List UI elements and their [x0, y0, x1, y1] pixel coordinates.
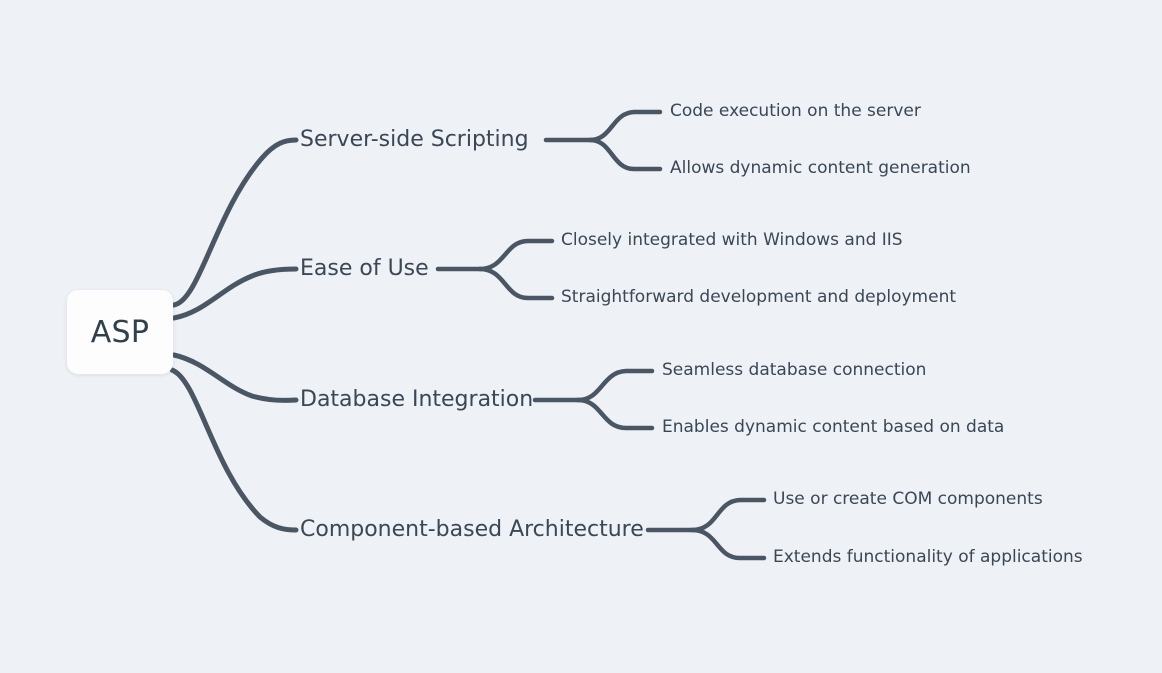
connector-branch-1-leaf-1 — [587, 109, 663, 143]
branch-label-database-integration[interactable]: Database Integration — [300, 387, 534, 412]
leaf-label-allows-dynamic-content-generation[interactable]: Allows dynamic content generation — [670, 158, 971, 178]
connector-root-to-branch-1 — [171, 137, 299, 308]
connector-branch-4-leaf-2 — [689, 527, 767, 561]
branch-label-ease-of-use[interactable]: Ease of Use — [300, 256, 429, 281]
connector-root-to-branch-3 — [171, 352, 299, 403]
connector-branch-2-leaf-1 — [477, 238, 555, 272]
leaf-label-use-or-create-com-components[interactable]: Use or create COM components — [773, 489, 1043, 509]
connector-root-to-branch-4 — [169, 367, 299, 533]
connector-branch-3-leaf-2 — [575, 397, 655, 431]
connector-branch-4-leaf-1 — [689, 497, 767, 533]
branch-label-server-side-scripting[interactable]: Server-side Scripting — [300, 127, 529, 152]
connector-branch-3-leaf-1 — [575, 368, 655, 403]
connector-branch-1-leaf-2 — [587, 137, 663, 172]
leaf-label-code-execution-on-the-server[interactable]: Code execution on the server — [670, 101, 921, 121]
leaf-label-straightforward-development-and-deployment[interactable]: Straightforward development and deployme… — [561, 287, 957, 307]
leaf-label-closely-integrated-with-windows-and-iis[interactable]: Closely integrated with Windows and IIS — [561, 230, 903, 250]
root-node-label: ASP — [90, 314, 150, 350]
connector-root-to-branch-2 — [171, 266, 299, 321]
leaf-label-enables-dynamic-content-based-on-data[interactable]: Enables dynamic content based on data — [662, 417, 1005, 437]
root-node[interactable]: ASP — [67, 290, 173, 374]
leaf-label-seamless-database-connection[interactable]: Seamless database connection — [662, 360, 927, 380]
connector-branch-2-leaf-2 — [477, 266, 555, 301]
leaf-label-extends-functionality-of-applications[interactable]: Extends functionality of applications — [773, 547, 1083, 567]
branch-label-component-based-architecture[interactable]: Component-based Architecture — [300, 517, 644, 542]
